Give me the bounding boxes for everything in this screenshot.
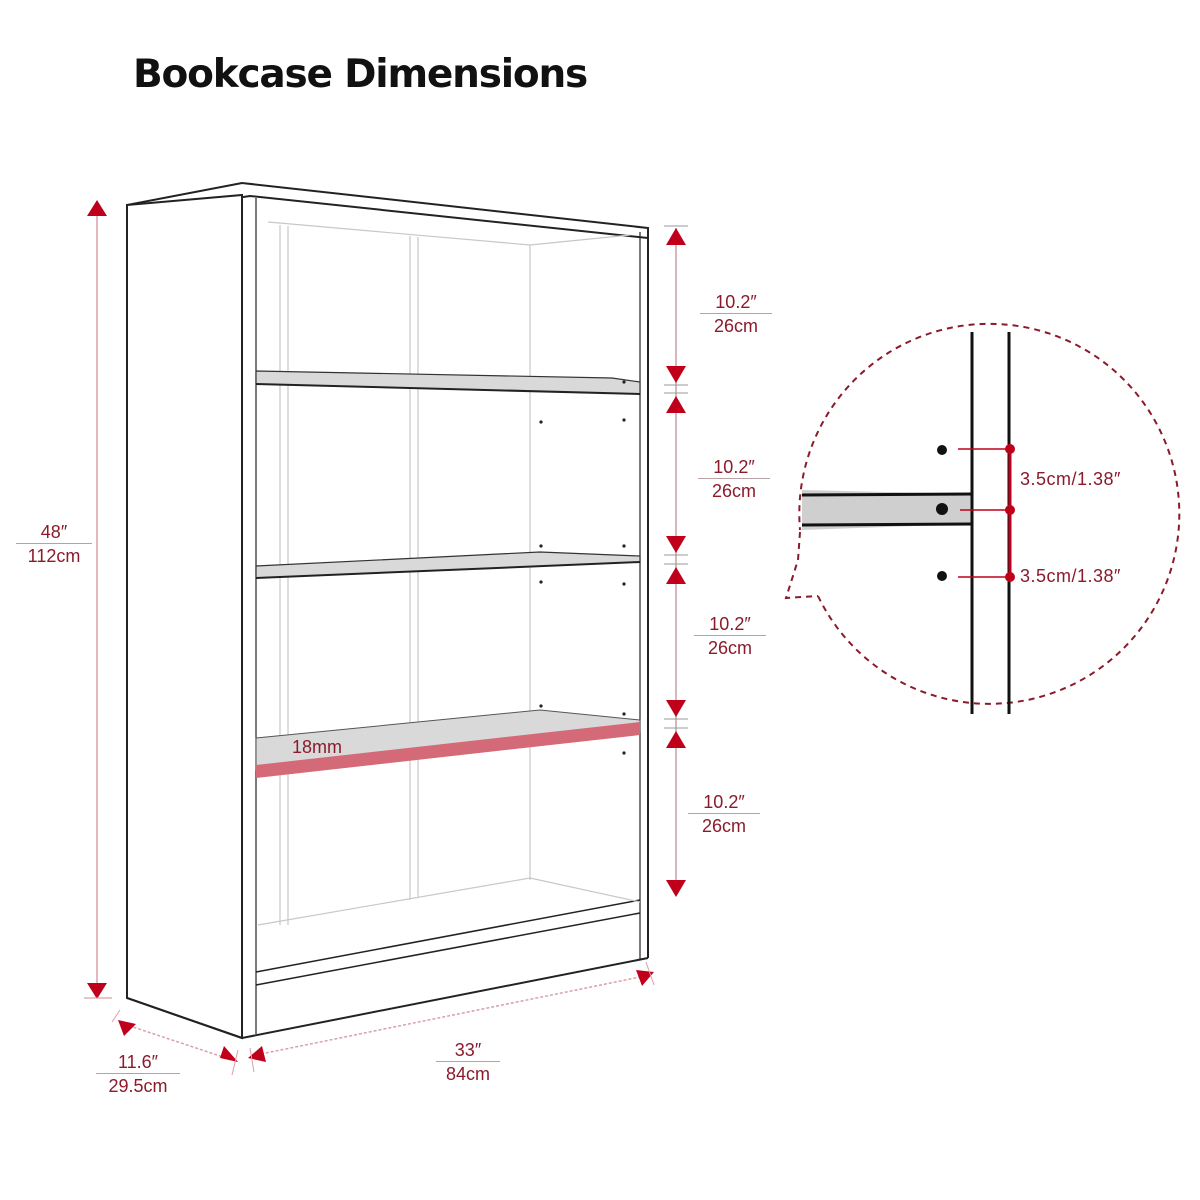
gap-2-imperial: 10.2″ (698, 457, 770, 479)
shelf-1 (255, 370, 641, 395)
detail-magnifier (784, 322, 1181, 714)
height-imperial: 48″ (16, 522, 92, 544)
shelf-gap-label-4: 10.2″ 26cm (688, 792, 760, 836)
gap-1-metric: 26cm (713, 316, 758, 336)
shelf-pin-holes (539, 380, 626, 755)
width-label: 33″ 84cm (436, 1040, 500, 1084)
gap-3-imperial: 10.2″ (694, 614, 766, 636)
width-metric: 84cm (445, 1064, 490, 1084)
hole-spacing-label-1: 3.5cm/1.38″ (1020, 469, 1121, 489)
gap-4-imperial: 10.2″ (688, 792, 760, 814)
shelf-gap-dimension-lines (664, 225, 688, 897)
depth-metric: 29.5cm (108, 1076, 168, 1096)
gap-4-metric: 26cm (701, 816, 746, 836)
gap-2-metric: 26cm (711, 481, 756, 501)
shelf-gap-label-1: 10.2″ 26cm (700, 292, 772, 336)
page-title: Bookcase Dimensions (133, 52, 588, 97)
height-label: 48″ 112cm (16, 522, 92, 566)
shelf-gap-label-2: 10.2″ 26cm (698, 457, 770, 501)
shelf-thickness-label: 18mm (292, 737, 343, 757)
depth-label: 11.6″ 29.5cm (96, 1052, 180, 1096)
height-metric: 112cm (27, 546, 81, 566)
shelf-2 (255, 551, 641, 579)
hole-spacing-label-2: 3.5cm/1.38″ (1020, 566, 1121, 586)
depth-imperial: 11.6″ (96, 1052, 180, 1074)
depth-dimension-line (111, 1009, 239, 1076)
gap-1-imperial: 10.2″ (700, 292, 772, 314)
width-imperial: 33″ (436, 1040, 500, 1062)
bookcase-drawing (126, 181, 649, 1040)
shelf-gap-label-3: 10.2″ 26cm (694, 614, 766, 658)
width-dimension-line (248, 961, 655, 1073)
gap-3-metric: 26cm (707, 638, 752, 658)
shelf-3-highlighted (255, 709, 641, 778)
height-dimension-line (84, 200, 112, 999)
